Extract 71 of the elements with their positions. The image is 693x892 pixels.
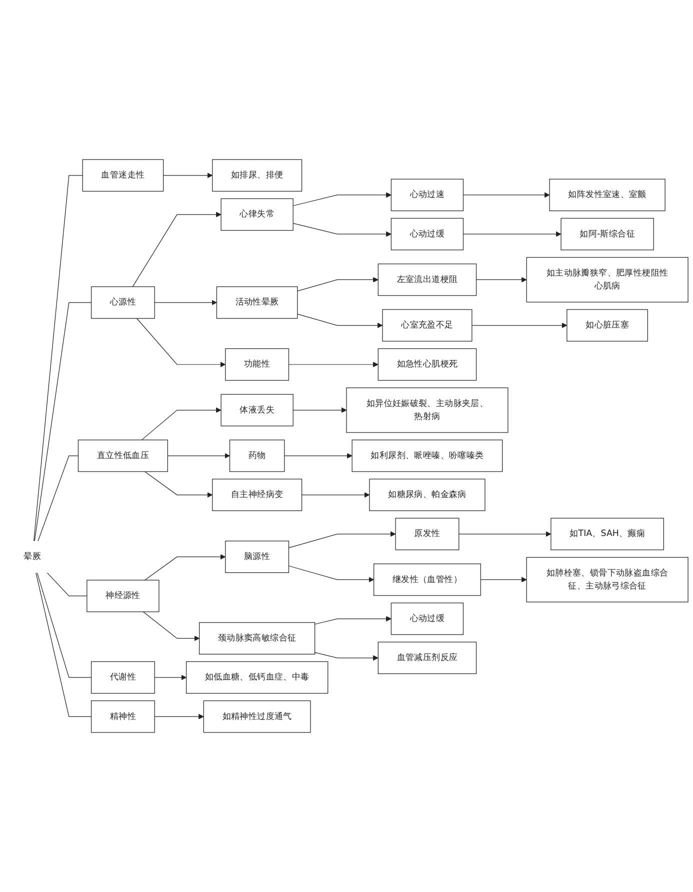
node-box: 如TIA、SAH、癫痫: [550, 518, 664, 550]
arrow: [163, 172, 213, 178]
arrow: [141, 407, 222, 440]
arrow: [462, 192, 550, 198]
arrow: [154, 714, 204, 720]
node-box: 如阵发性室速、室颤: [549, 178, 666, 212]
arrow: [154, 674, 187, 680]
connector: [34, 302, 92, 542]
node-box: 神经源性: [86, 580, 160, 612]
arrow: [472, 322, 568, 328]
node-box: 如排尿、排便: [212, 159, 302, 192]
node-box: 如肺栓塞、锁骨下动脉盗血综合征、主动脉弓综合征: [526, 557, 688, 602]
arrow: [144, 554, 226, 580]
node-box: 如低血糖、低钙血症、中毒: [186, 661, 328, 694]
node-box: 如阿-斯综合征: [560, 218, 654, 250]
arrow: [314, 652, 378, 661]
connector: [36, 572, 92, 717]
arrow: [292, 192, 392, 206]
node-box: 如利尿剂、哌唑嗪、吩噻嗪类: [352, 440, 503, 472]
arrow: [288, 566, 374, 582]
arrow: [292, 407, 347, 413]
arrow: [297, 277, 378, 292]
connector: [38, 455, 79, 542]
node-text: 晕厥: [24, 552, 41, 562]
node-box: 自主神经病变: [212, 478, 302, 512]
arrow: [144, 471, 213, 498]
node-box: 心动过缓: [390, 218, 464, 250]
arrow: [292, 223, 392, 237]
node-box: 如糖尿病、帕金森病: [369, 478, 486, 512]
node-box: 心律失常: [220, 198, 294, 231]
node-box: 功能性: [225, 348, 290, 381]
node-box: 血管减压剂反应: [378, 642, 477, 674]
node-box: 体液丢失: [220, 394, 294, 426]
node-box: 如精神性过度通气: [203, 700, 311, 733]
node-box: 如急性心肌梗死: [378, 348, 477, 381]
arrow: [136, 318, 226, 368]
node-box: 活动性晕厥: [216, 286, 298, 319]
node-box: 颈动脉窦高敏综合征: [199, 622, 316, 654]
node-box: 心室充盈不足: [382, 309, 472, 342]
node-box: 代谢性: [90, 661, 155, 694]
node-box: 血管迷走性: [82, 159, 164, 192]
node-box: 如异位妊娠破裂、主动脉夹层、热射病: [346, 387, 508, 433]
arrow: [284, 453, 352, 459]
arrow: [314, 616, 392, 625]
arrow: [297, 314, 383, 328]
node-box: 精神性: [90, 700, 155, 733]
arrow: [301, 492, 370, 498]
arrow: [132, 212, 222, 288]
node-box: 左室流出道梗阻: [378, 264, 477, 296]
arrow: [288, 362, 378, 368]
node-box: 药物: [229, 440, 285, 472]
node-box: 如心脏压塞: [566, 309, 648, 342]
node-box: 原发性: [395, 518, 460, 550]
arrow: [480, 576, 527, 582]
node-box: 直立性低血压: [78, 440, 168, 472]
arrow: [288, 531, 396, 548]
connector: [34, 175, 83, 542]
arrow: [154, 300, 217, 306]
node-box: 心动过缓: [390, 602, 464, 635]
node-box: 心源性: [90, 286, 155, 319]
node-box: 继发性（血管性）: [374, 564, 481, 596]
node-box: 心动过速: [390, 178, 464, 212]
arrow: [476, 277, 527, 282]
connector: [36, 572, 92, 678]
arrow: [462, 231, 562, 237]
node-box: 如主动脉瓣狭窄、肥厚性梗阻性心肌病: [526, 257, 688, 302]
arrow: [142, 612, 200, 642]
arrow: [167, 453, 230, 459]
connector: [46, 572, 88, 596]
arrow: [458, 531, 552, 537]
node-box: 脑源性: [225, 540, 290, 573]
